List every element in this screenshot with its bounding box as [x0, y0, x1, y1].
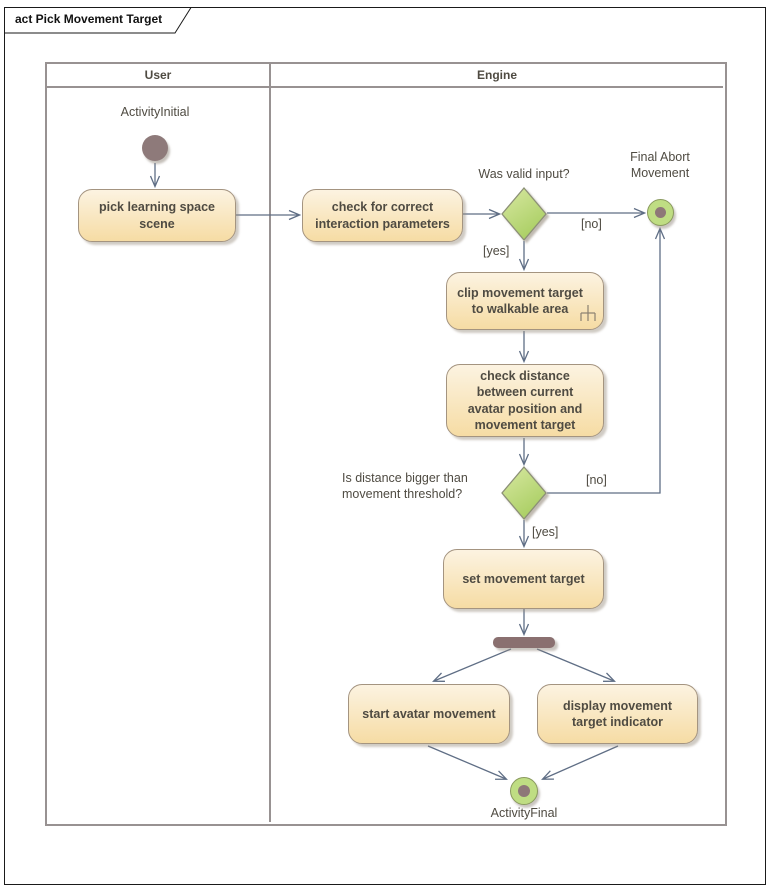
edge-label-valid-no: [no]: [581, 217, 602, 231]
action-set-movement-target-label: set movement target: [462, 571, 585, 586]
action-check-distance[interactable]: check distance between current avatar po…: [446, 364, 604, 437]
lane-header-engine[interactable]: Engine: [271, 64, 723, 88]
decision-distance-question: Is distance bigger than movement thresho…: [342, 471, 468, 502]
final-abort-dot: [655, 207, 666, 218]
action-pick-learning-space-label: pick learning space scene: [98, 200, 216, 231]
edge-fork-to-display: [536, 648, 614, 681]
action-check-interaction-params-label: check for correct interaction parameters: [315, 200, 450, 231]
decision-valid-input-question: Was valid input?: [478, 167, 570, 181]
decision-valid-input[interactable]: [501, 186, 547, 242]
edge-decision2-no-to-abort: [547, 229, 660, 494]
rake-icon: [580, 305, 596, 321]
fork-node[interactable]: [493, 637, 555, 648]
action-clip-movement-target-label: clip movement target to walkable area: [457, 285, 583, 316]
title-tab-shape: [4, 7, 192, 34]
action-clip-movement-target[interactable]: clip movement target to walkable area: [446, 272, 604, 330]
edge-fork-to-start: [434, 648, 512, 681]
activity-final-label: ActivityFinal: [490, 806, 558, 820]
edge-start-to-final: [427, 745, 506, 779]
edge-label-valid-yes: [yes]: [483, 244, 510, 258]
final-abort-node[interactable]: [647, 199, 674, 226]
lane-engine-label: Engine: [476, 68, 517, 82]
activity-initial-node[interactable]: [142, 135, 168, 161]
lane-divider: [269, 88, 271, 822]
activity-final-node[interactable]: [510, 777, 538, 805]
activity-initial-label: ActivityInitial: [120, 105, 190, 119]
action-start-avatar-movement-label: start avatar movement: [362, 706, 496, 721]
action-pick-learning-space[interactable]: pick learning space scene: [78, 189, 236, 242]
lane-user-label: User: [144, 68, 172, 82]
swimlane-container: User Engine: [45, 62, 727, 826]
action-check-distance-label: check distance between current avatar po…: [467, 369, 583, 432]
action-start-avatar-movement[interactable]: start avatar movement: [348, 684, 510, 744]
diagram-title-tab: [4, 7, 196, 34]
action-check-interaction-params[interactable]: check for correct interaction parameters: [302, 189, 463, 242]
activity-final-dot: [518, 785, 530, 797]
action-display-target-indicator[interactable]: display movement target indicator: [537, 684, 698, 744]
edge-label-distance-yes: [yes]: [532, 525, 559, 539]
action-display-target-indicator-label: display movement target indicator: [562, 698, 673, 729]
decision-distance[interactable]: [501, 465, 547, 521]
diagram-title: act Pick Movement Target: [15, 12, 163, 26]
action-set-movement-target[interactable]: set movement target: [443, 549, 604, 609]
lane-header-user[interactable]: User: [47, 64, 271, 88]
edge-label-distance-no: [no]: [586, 473, 607, 487]
final-abort-label: Final Abort Movement: [630, 150, 690, 181]
edge-display-to-final: [543, 745, 619, 779]
